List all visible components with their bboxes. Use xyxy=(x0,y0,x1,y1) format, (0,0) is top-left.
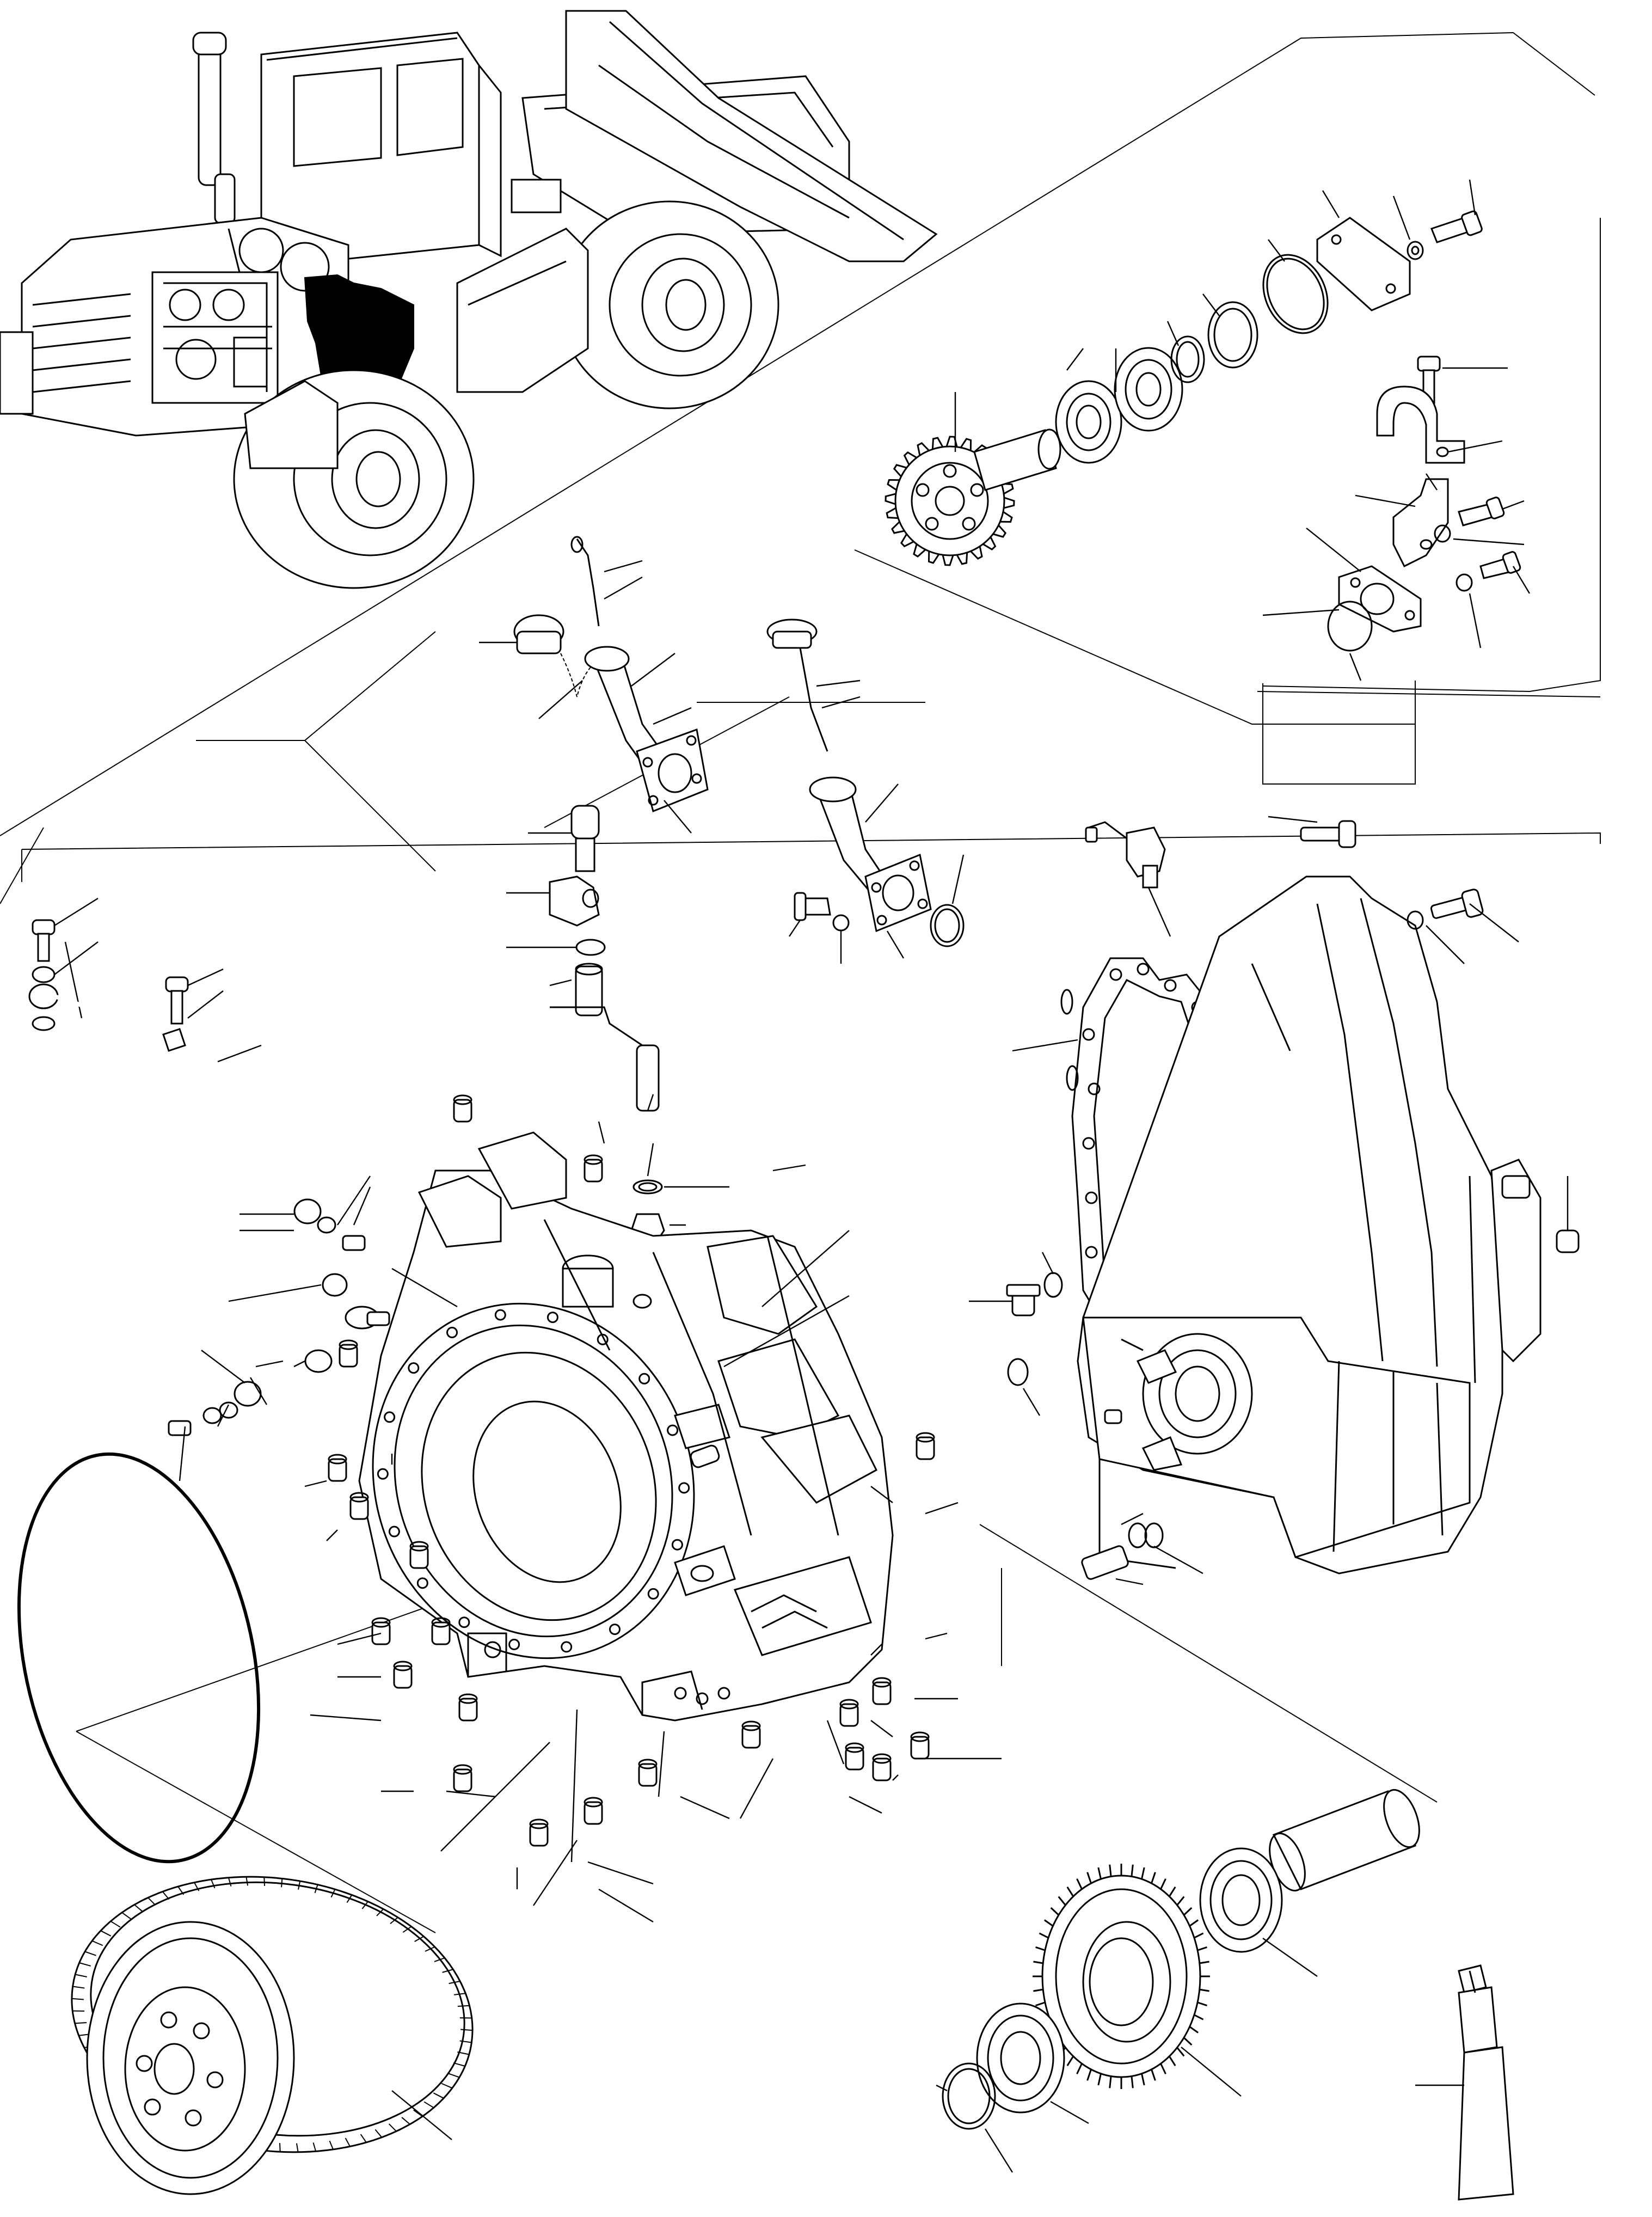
gear-icon xyxy=(885,436,1015,566)
transmission-front-housing xyxy=(358,1131,894,1722)
transmission-rear-housing xyxy=(969,816,1580,1585)
machine-location-view xyxy=(0,10,938,589)
torque-converter xyxy=(71,1876,474,2195)
idler-gear-group xyxy=(936,1789,1420,2173)
leader-lines xyxy=(304,1094,1002,1923)
bracket-clamp-group xyxy=(1262,356,1531,681)
housing-o-ring xyxy=(17,1452,261,1864)
lubrication-pipe-group xyxy=(28,897,390,1481)
oil-filler-tube-group xyxy=(479,536,709,834)
output-shaft-gear-group xyxy=(885,179,1483,566)
sealant-tube xyxy=(1415,1964,1514,2201)
dipstick-tube-group xyxy=(766,618,965,964)
